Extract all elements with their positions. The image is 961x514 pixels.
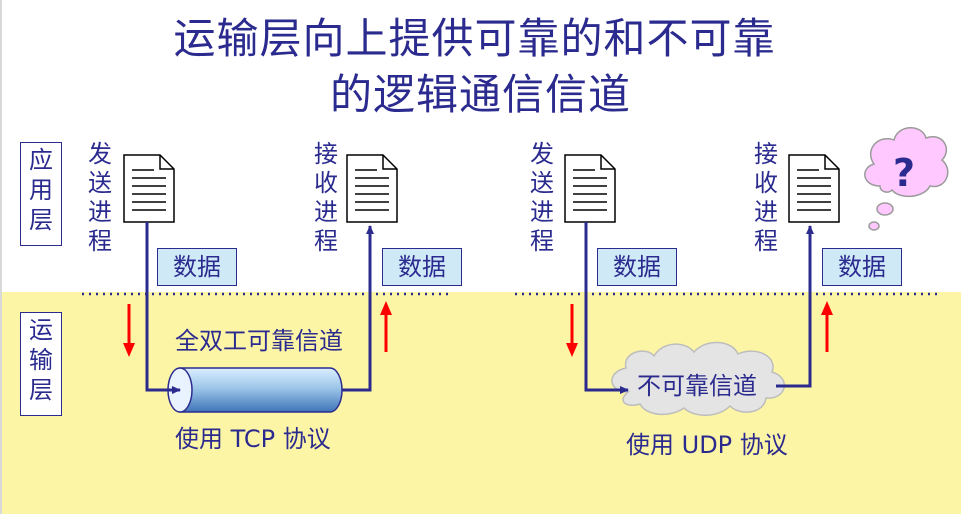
tcp-protocol-label: 使用 TCP 协议 [175,425,331,453]
tcp-sender-data-box: 数据 [157,248,237,286]
udp-protocol-label: 使用 UDP 协议 [626,431,788,459]
document-icon [564,154,616,223]
layer-char: 应 [29,146,53,174]
tcp-receiver-data-box: 数据 [382,248,462,286]
label-char: 程 [314,227,338,255]
label-char: 送 [530,169,554,197]
left-border [0,0,2,514]
document-icon [346,154,398,223]
tcp-channel-label: 全双工可靠信道 [175,327,343,355]
label-char: 进 [88,198,112,226]
label-char: 进 [530,198,554,226]
label-char: 接 [314,140,338,168]
label-char: 进 [754,198,778,226]
udp-send-path-arrow [584,222,629,394]
layer-char: 输 [29,346,53,374]
udp-receive-path-arrow [776,225,814,388]
label-char: 程 [530,227,554,255]
unreliable-cloud-icon [611,341,785,416]
layer-char: 层 [29,206,53,234]
transport-layer-label: 运 输 层 [20,312,62,416]
udp-receiver-label: 接 收 进 程 [752,140,780,256]
udp-sender-label: 发 送 进 程 [528,140,556,256]
title-line-2: 的逻辑通信信道 [329,70,631,119]
udp-receiver-data-box: 数据 [822,248,902,286]
label-char: 送 [88,169,112,197]
tcp-sender-label: 发 送 进 程 [86,140,114,256]
tcp-receiver-label: 接 收 进 程 [312,140,340,256]
title-line-1: 运输层向上提供可靠的和不可靠 [173,14,776,63]
transport-layer-background [0,292,961,514]
layer-char: 用 [29,176,53,204]
document-icon [788,154,840,223]
application-layer-label: 应 用 层 [20,142,62,246]
label-char: 接 [754,140,778,168]
label-char: 发 [88,140,112,168]
udp-channel-label: 不可靠信道 [637,372,757,400]
label-char: 收 [754,169,778,197]
layer-char: 层 [29,376,53,404]
tcp-receive-path-arrow [342,225,374,392]
tcp-pipe-icon [167,367,343,413]
label-char: 程 [754,227,778,255]
layer-char: 运 [29,316,53,344]
document-icon [123,154,175,223]
label-char: 发 [530,140,554,168]
question-mark: ? [893,151,915,195]
question-thought-bubble-icon: ? [864,127,949,231]
label-char: 程 [88,227,112,255]
tcp-send-path-arrow [145,222,181,394]
udp-sender-data-box: 数据 [597,248,677,286]
label-char: 进 [314,198,338,226]
label-char: 收 [314,169,338,197]
